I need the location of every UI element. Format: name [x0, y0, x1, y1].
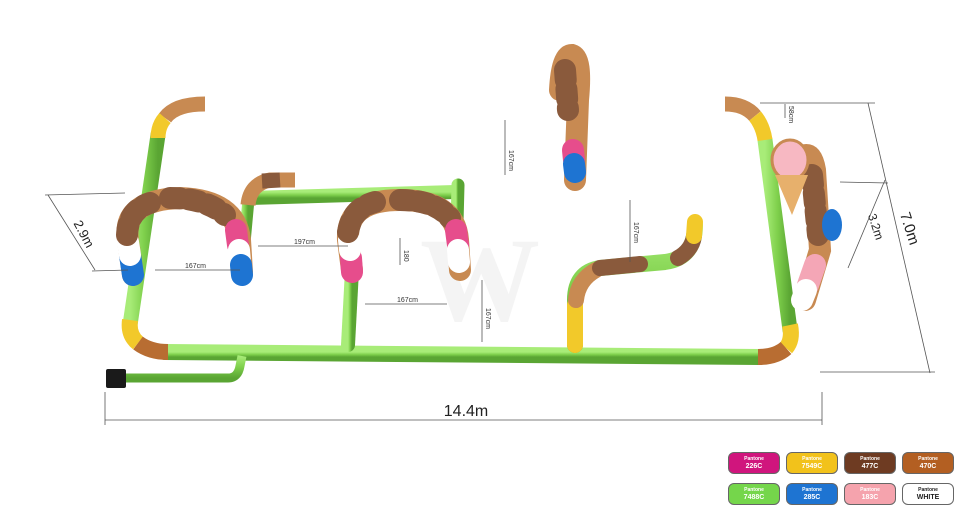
swatch-code: 226C	[745, 462, 763, 470]
ice-cream-cone-icon	[770, 138, 810, 182]
right-arch-width-label: 3.2m	[865, 212, 887, 242]
bottom-tube	[157, 344, 768, 365]
blue-candy-icon	[822, 209, 842, 241]
swatch-code: 183C	[861, 493, 879, 501]
swatch-code: 285C	[803, 493, 821, 501]
inner-center-label: 167cm	[397, 297, 418, 304]
inner-lower-center-label: 167cm	[484, 308, 491, 329]
inner-top-label: 167cm	[507, 150, 514, 171]
swatch-code: 7549C	[801, 462, 823, 470]
swatch-code: 470C	[919, 462, 937, 470]
swatch-brand: Pantone	[744, 486, 764, 493]
top-left-corner	[150, 96, 206, 139]
swatch-brand: Pantone	[744, 455, 764, 462]
swatch-code: 477C	[861, 462, 879, 470]
inner-left-arch-label: 167cm	[185, 263, 206, 270]
left-tube	[122, 127, 166, 333]
tube-top-right-label: 58cm	[787, 106, 794, 123]
bottom-left-corner	[121, 318, 169, 360]
arch-height-label: 180	[402, 250, 409, 262]
left-arch	[116, 186, 253, 286]
s-curve-tube	[567, 214, 703, 353]
watermark: W	[420, 213, 540, 346]
inner-right-vertical-label: 167cm	[632, 222, 639, 243]
center-arch	[336, 188, 471, 283]
middle-corner	[240, 172, 295, 207]
dimension-lines	[44, 102, 935, 425]
swatch-brand: Pantone	[918, 486, 938, 493]
swatch-brand: Pantone	[860, 455, 880, 462]
length-label: 14.4m	[444, 403, 488, 420]
swatch-brand: Pantone	[802, 455, 822, 462]
right-tube	[757, 132, 798, 338]
track-tubes	[122, 96, 798, 365]
inner-gap-label: 197cm	[294, 239, 315, 246]
left-arch-width-label: 2.9m	[71, 218, 98, 251]
swatch-brand: Pantone	[860, 486, 880, 493]
swatch-code: 7488C	[743, 493, 765, 501]
blower-icon	[106, 369, 126, 388]
top-right-corner	[724, 96, 773, 142]
swatch-brand: Pantone	[802, 486, 822, 493]
swatch-code: WHITE	[916, 493, 940, 501]
bottom-right-corner	[757, 323, 799, 365]
pump-tube	[106, 355, 247, 388]
right-ice-cream-arch	[770, 138, 842, 311]
svg-text:W: W	[420, 213, 540, 346]
swatch-brand: Pantone	[918, 455, 938, 462]
top-arch	[549, 43, 591, 191]
